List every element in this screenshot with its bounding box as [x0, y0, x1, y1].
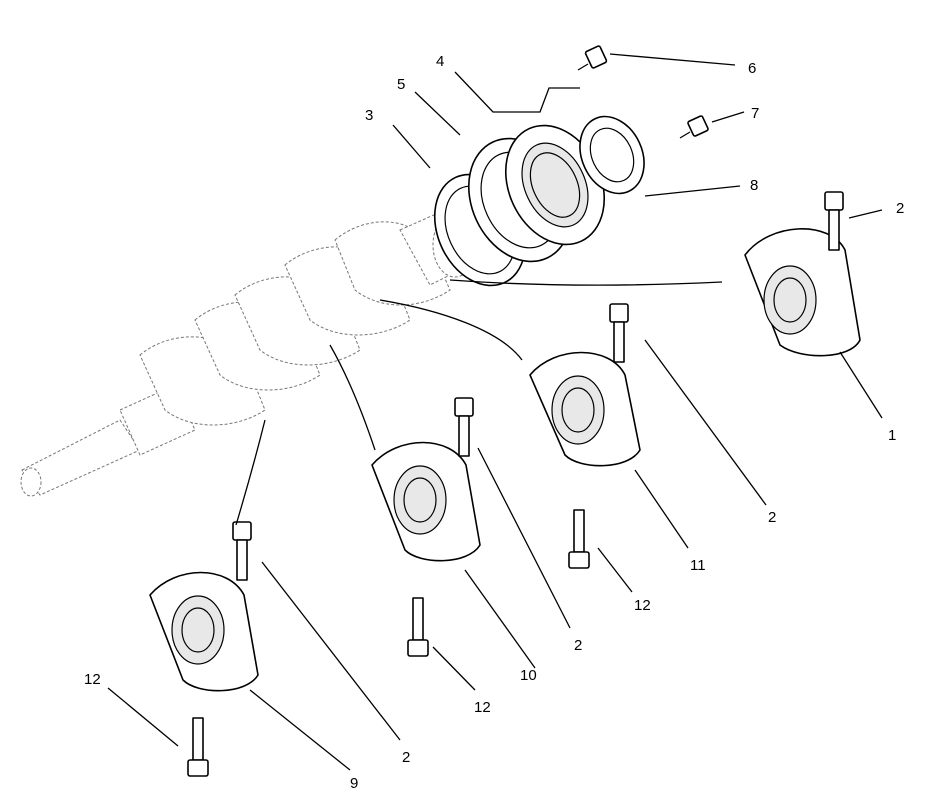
callout-9: 9 [350, 775, 358, 792]
bearing-cap-bolt-11-bottom [568, 509, 590, 569]
callout-5: 5 [397, 76, 405, 93]
callout-4: 4 [436, 53, 444, 70]
bearing-cap-bolt-11-top [609, 303, 629, 363]
callout-2-cap9: 2 [402, 749, 410, 766]
assembly-lines [235, 279, 723, 526]
bearing-cap-1 [744, 228, 861, 357]
bearing-cap-bolt-9-bottom [187, 717, 209, 777]
callout-8: 8 [750, 177, 758, 194]
callout-2-cap11: 2 [768, 509, 776, 526]
seal-bolt-top [577, 45, 608, 71]
bearing-cap-bolt-10-bottom [407, 597, 429, 657]
bearing-cap-bolt-1 [824, 191, 844, 251]
bearing-cap-11 [529, 351, 641, 467]
callout-3: 3 [365, 107, 373, 124]
bearing-cap-9 [149, 571, 259, 692]
bearing-cap-bolt-9-top [232, 521, 252, 581]
bearing-cap-bolt-10-top [454, 397, 474, 457]
seal-bolt-side [679, 115, 709, 139]
callout-1: 1 [888, 427, 896, 444]
oil-seal [579, 115, 645, 195]
callout-2-cap10: 2 [574, 637, 582, 654]
callout-labels: 1 2 2 2 2 3 4 5 6 7 8 9 10 11 12 12 12 [84, 53, 904, 792]
seal-housing [504, 124, 606, 246]
callout-12-middle: 12 [474, 699, 491, 716]
callout-12-right: 12 [634, 597, 651, 614]
callout-leaders [107, 53, 883, 771]
callout-6: 6 [748, 60, 756, 77]
callout-7: 7 [751, 105, 759, 122]
callout-12-left: 12 [84, 671, 101, 688]
callout-11: 11 [690, 557, 706, 574]
bearing-cap-10 [371, 441, 481, 562]
callout-2-cap1: 2 [896, 200, 904, 217]
callout-10: 10 [520, 667, 537, 684]
